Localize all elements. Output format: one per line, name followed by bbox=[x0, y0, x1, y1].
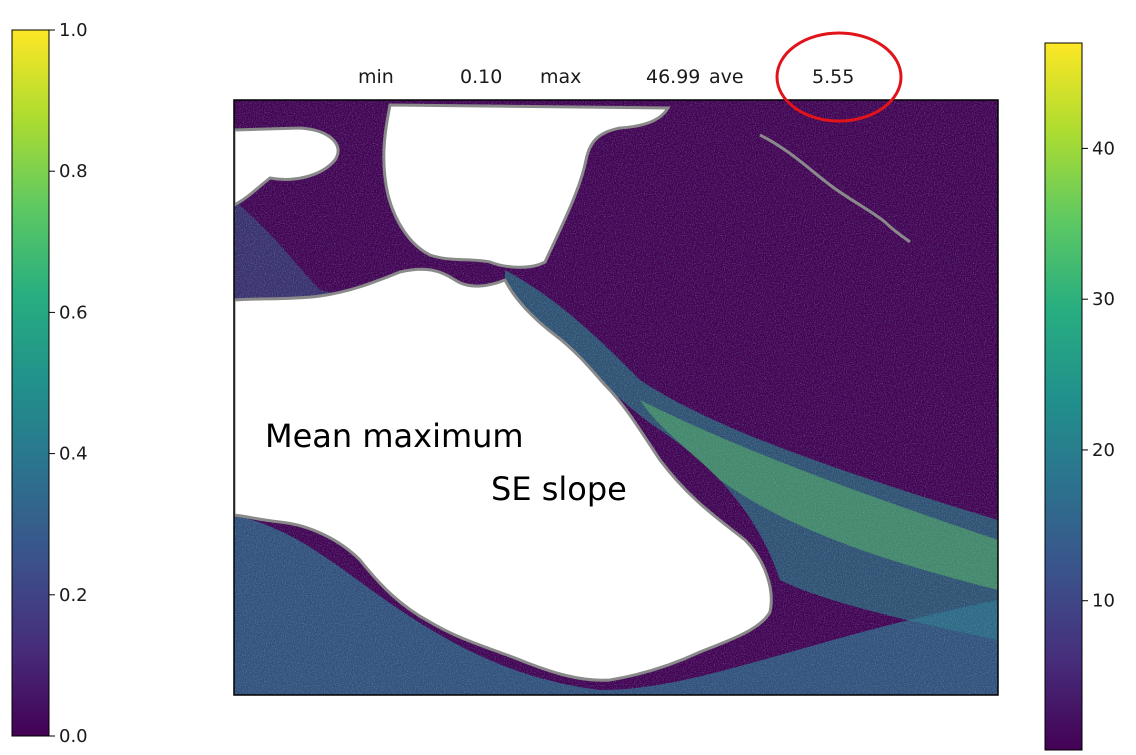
title-ave-label: ave bbox=[709, 66, 744, 88]
right-colorbar-tick-label: 20 bbox=[1092, 440, 1115, 461]
water-black-sea bbox=[234, 267, 773, 682]
left-colorbar-fill bbox=[11, 29, 50, 737]
left-colorbar-tick-label: 0.0 bbox=[59, 726, 88, 747]
water-karkinit-bay bbox=[234, 126, 340, 207]
title-min-label: min bbox=[358, 66, 394, 88]
right-colorbar-tick-label: 40 bbox=[1092, 138, 1115, 159]
heatmap-frame bbox=[233, 99, 999, 696]
heatmap-area bbox=[234, 100, 998, 695]
title-min-value: 0.10 bbox=[460, 66, 502, 88]
right-colorbar-fill bbox=[1044, 42, 1083, 751]
left-colorbar-tick-label: 1.0 bbox=[59, 20, 88, 41]
title-ave-value: 5.55 bbox=[812, 66, 854, 88]
title-max-label: max bbox=[540, 66, 581, 88]
river-contour bbox=[759, 133, 911, 244]
highlight-circle bbox=[775, 31, 903, 123]
right-colorbar-tick-label: 10 bbox=[1092, 591, 1115, 612]
left-colorbar-ticks: 0.0 0.2 0.4 0.6 0.8 1.0 bbox=[49, 20, 88, 747]
chart-title: min 0.10 max 46.99 ave 5.55 bbox=[358, 66, 854, 88]
annotation-line1: Mean maximum bbox=[265, 417, 524, 455]
water-azov bbox=[382, 103, 671, 269]
left-colorbar-tick-label: 0.2 bbox=[59, 585, 88, 606]
right-colorbar: 10 20 30 40 bbox=[1044, 42, 1115, 751]
left-colorbar-tick-label: 0.6 bbox=[59, 302, 88, 323]
left-colorbar-tick-label: 0.8 bbox=[59, 161, 88, 182]
right-colorbar-ticks: 10 20 30 40 bbox=[1082, 138, 1115, 612]
left-colorbar-tick-label: 0.4 bbox=[59, 444, 88, 465]
right-colorbar-tick-label: 30 bbox=[1092, 289, 1115, 310]
annotation-line2: SE slope bbox=[491, 470, 627, 508]
title-max-value: 46.99 bbox=[646, 66, 700, 88]
left-colorbar: 0.0 0.2 0.4 0.6 0.8 1.0 bbox=[11, 20, 88, 747]
